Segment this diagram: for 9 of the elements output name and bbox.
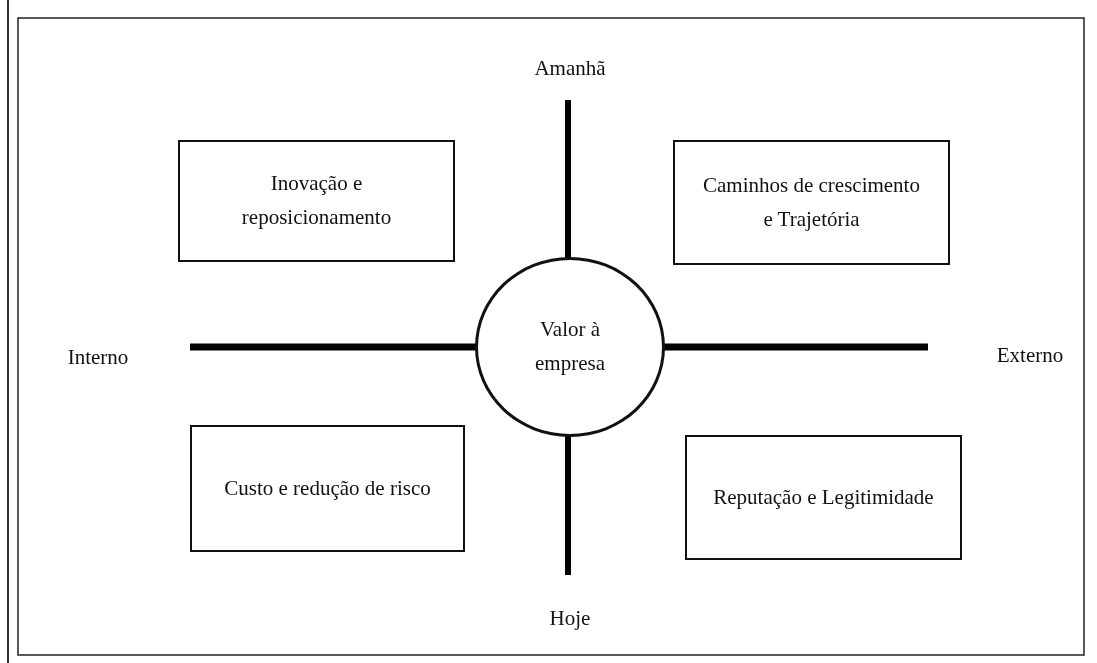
quadrant-box: Custo e redução de risco bbox=[190, 425, 465, 552]
axis-label: Amanhã bbox=[534, 55, 606, 81]
axis-label: Interno bbox=[67, 344, 129, 370]
center-ellipse: Valor à empresa bbox=[475, 257, 665, 437]
quadrant-box: Caminhos de crescimento e Trajetória bbox=[673, 140, 950, 265]
axis-label: Externo bbox=[996, 342, 1064, 368]
axis-label: Hoje bbox=[549, 605, 591, 631]
quadrant-box: Reputação e Legitimidade bbox=[685, 435, 962, 560]
quadrant-box: Inovação e reposicionamento bbox=[178, 140, 455, 262]
